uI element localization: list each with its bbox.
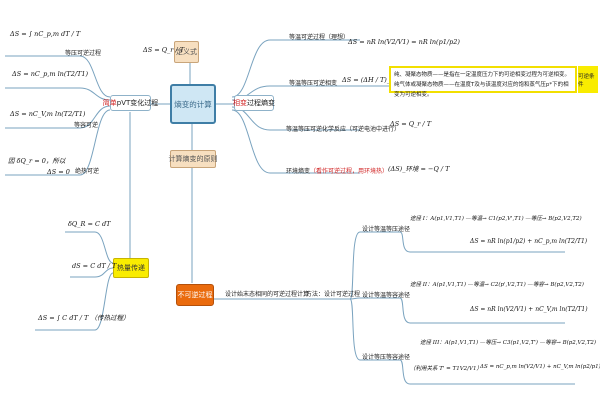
phase-formula-phase-transition: ΔS = (ΔH / T)_相变 bbox=[342, 76, 404, 84]
central-topic-label: 熵变的计算 bbox=[174, 99, 212, 109]
phase-label-rest: 过程熵变 bbox=[247, 99, 275, 107]
heat-formula-2: dS = C dT / T bbox=[72, 262, 117, 270]
path-3-note: （利用关系 T' = T1V2/V1） bbox=[410, 366, 482, 372]
phase-branch-surroundings: 环境熵变（看作可逆过程，用环境热） bbox=[286, 166, 388, 175]
simple-branch-isobaric: 等压可逆过程 bbox=[65, 50, 102, 57]
path-1-route: 途径 I：A(p1,V1,T1) —等温→ C1(p2,V',T1) —等压→ … bbox=[410, 216, 582, 222]
simple-formula-isobaric-ln: ΔS = nC_p,m ln(T2/T1) bbox=[12, 70, 89, 78]
simple-formula-isobaric-integral: ΔS = ∫ nC_p,m dT / T bbox=[10, 30, 81, 38]
phase-label-red: 相变 bbox=[233, 99, 247, 107]
simple-label-rest: pVT变化过程 bbox=[116, 99, 159, 107]
phase-branch-phase-transition: 等温等压可逆相变 bbox=[289, 80, 338, 87]
simple-label-red: 简单 bbox=[102, 99, 117, 107]
note-line-1: 纯、凝聚态物质——是指在一定温度压力下的可逆相变过程为可逆相变。 bbox=[394, 72, 571, 78]
phase-formula-reaction: ΔS = Q_r / T bbox=[390, 120, 432, 128]
reversible-condition-note: 纯、凝聚态物质——是指在一定温度压力下的可逆相变过程为可逆相变。 纯气体或凝聚态… bbox=[389, 66, 577, 98]
path-3-formula: ΔS = nC_p,m ln(V2/V1) + nC_V,m ln(p2/p1) bbox=[480, 364, 600, 370]
phase-branch-isothermal: 等温可逆过程（理想） bbox=[289, 34, 350, 41]
simple-formula-adiabatic-b: ΔS = 0 bbox=[47, 168, 70, 176]
reversible-condition-tag: 可逆条件 bbox=[578, 66, 598, 93]
phase-formula-surroundings: (ΔS)_环境 = −Q / T bbox=[388, 165, 450, 173]
heat-formula-3: ΔS = ∫ C dT / T （传热过程） bbox=[38, 314, 130, 322]
simple-formula-isochoric: ΔS = nC_V,m ln(T2/T1) bbox=[10, 110, 86, 118]
irreversible-process-node[interactable]: 不可逆过程 bbox=[176, 284, 214, 306]
surroundings-note-red: （看作可逆过程，用环境热） bbox=[310, 168, 389, 175]
path-1-formula: ΔS = nR ln(p1/p2) + nC_p,m ln(T2/T1) bbox=[470, 238, 588, 245]
simple-branch-adiabatic: 绝热可逆 bbox=[75, 168, 100, 175]
irreversible-method: 设计始末态相同的可逆过程计算 bbox=[225, 291, 310, 298]
path-2-route: 途径 II：A(p1,V1,T1) —等温→ C2(p',V2,T1) —等容→… bbox=[410, 282, 584, 288]
phase-formula-isothermal: ΔS = nR ln(V2/V1) = nR ln(p1/p2) bbox=[348, 38, 460, 46]
principle-node[interactable]: 计算熵变的原则 bbox=[168, 150, 218, 168]
central-topic-entropy-calculation[interactable]: 熵变的计算 bbox=[170, 84, 216, 124]
heat-transfer-node[interactable]: 热量传递 bbox=[113, 258, 149, 278]
surroundings-label: 环境熵变 bbox=[286, 168, 311, 175]
path-1-label: 设计等温等压途径 bbox=[362, 226, 411, 233]
path-2-label: 设计等温等容途径 bbox=[362, 292, 411, 299]
definition-node[interactable]: 定义式 bbox=[174, 41, 199, 63]
phase-change-node[interactable]: 相变过程熵变 bbox=[233, 95, 275, 111]
heat-transfer-label: 热量传递 bbox=[117, 264, 145, 272]
irreversible-approach: 方法：设计可逆过程 bbox=[306, 291, 361, 298]
path-3-route: 途径 III：A(p1,V1,T1) —等压→ C3(p1,V2,T') —等容… bbox=[420, 340, 597, 346]
simple-formula-adiabatic-a: 因 δQ_r = 0，所以 bbox=[8, 157, 66, 165]
phase-branch-reaction: 等温等压可逆化学反应（可逆电池中进行） bbox=[286, 126, 401, 133]
simple-branch-isochoric: 等容可逆 bbox=[74, 122, 99, 129]
note-line-2: 纯气体或凝聚态物质——在温度T及与该温度对应的饱和蒸气压p*下的相变为可逆相变。 bbox=[394, 82, 569, 98]
path-3-label: 设计等压等容途径 bbox=[362, 354, 411, 361]
irreversible-label: 不可逆过程 bbox=[177, 291, 213, 299]
heat-formula-1: δQ_R = C dT bbox=[68, 220, 111, 228]
path-2-formula: ΔS = nR ln(V2/V1) + nC_V,m ln(T2/T1) bbox=[470, 306, 588, 313]
principle-label: 计算熵变的原则 bbox=[168, 155, 218, 163]
definition-formula: ΔS = Q_r / T bbox=[143, 46, 185, 54]
definition-label: 定义式 bbox=[176, 48, 197, 56]
